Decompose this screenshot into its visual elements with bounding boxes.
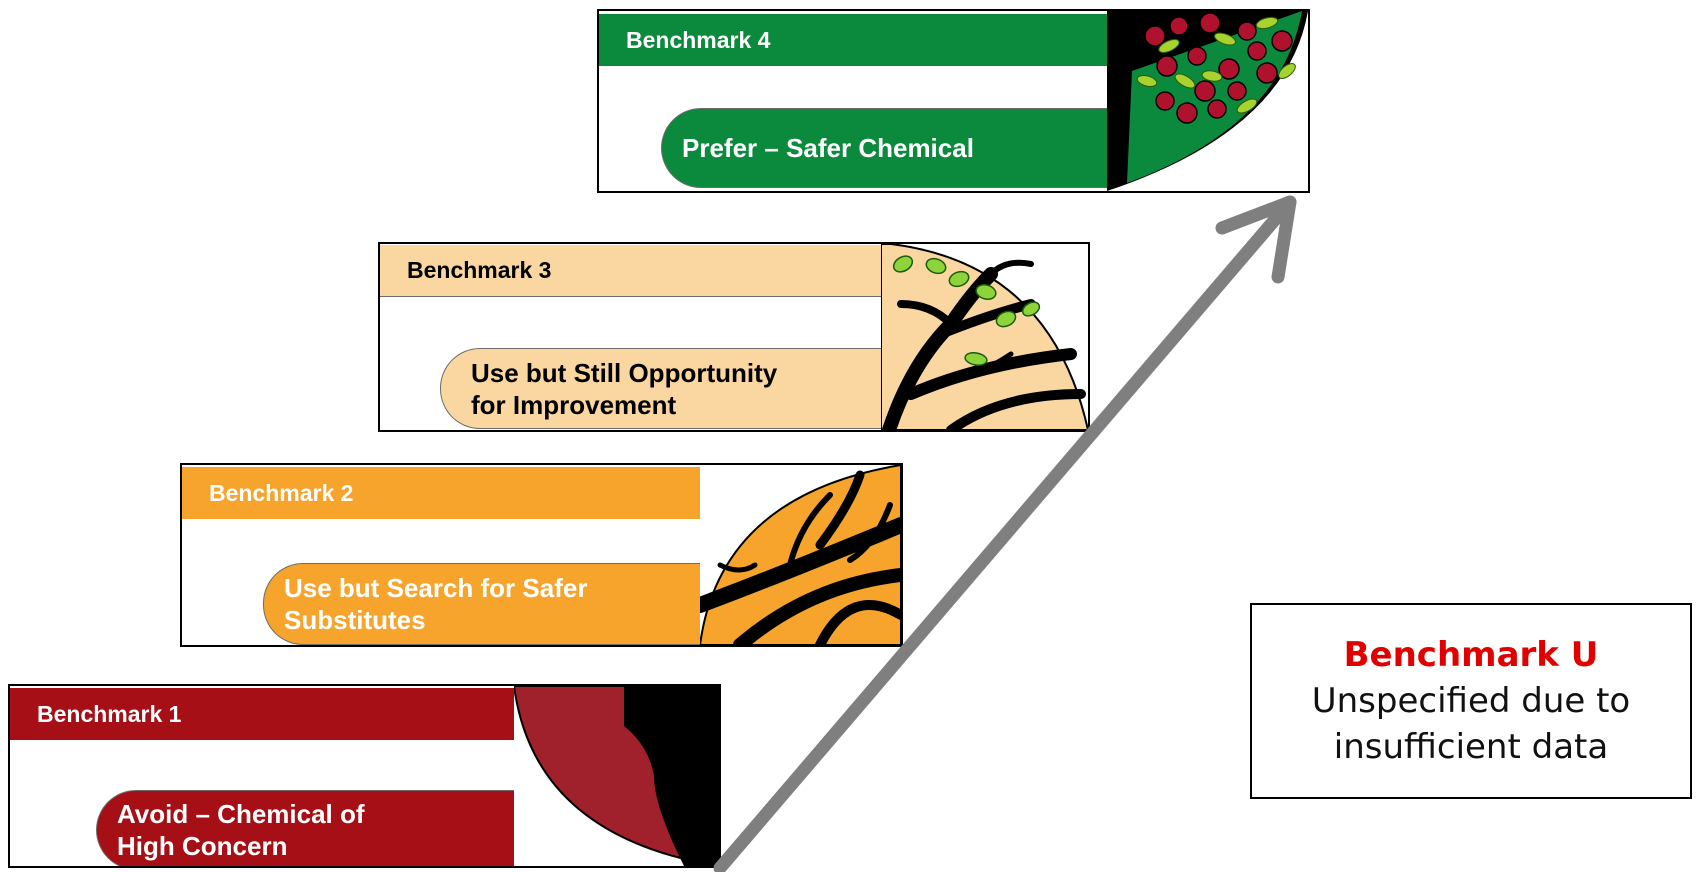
- benchmark-3-label: Use but Still Opportunity for Improvemen…: [440, 348, 882, 429]
- tree-bare-branches-icon: [700, 465, 901, 645]
- benchmark-4-header: Benchmark 4: [599, 14, 1107, 66]
- benchmark-u-box: Benchmark U Unspecified due to insuffici…: [1250, 603, 1692, 799]
- benchmark-1-header: Benchmark 1: [10, 688, 514, 740]
- benchmark-1-label: Avoid – Chemical of High Concern: [96, 790, 514, 866]
- benchmark-2-header: Benchmark 2: [182, 467, 700, 519]
- benchmark-2-card: Benchmark 2 Use but Search for Safer Sub…: [180, 463, 903, 647]
- benchmark-2-title: Benchmark 2: [209, 479, 354, 506]
- benchmark-3-header: Benchmark 3: [380, 245, 881, 297]
- benchmark-4-label: Prefer – Safer Chemical: [661, 108, 1110, 188]
- benchmark-4-title: Benchmark 4: [626, 26, 771, 53]
- benchmark-1-card: Benchmark 1 Avoid – Chemical of High Con…: [8, 684, 721, 868]
- benchmark-u-title: Benchmark U: [1343, 635, 1599, 675]
- benchmark-3-title: Benchmark 3: [407, 257, 552, 283]
- benchmark-u-description: Unspecified due to insufficient data: [1311, 681, 1631, 767]
- apple-tree-fruit-icon: [1107, 11, 1308, 191]
- tree-budding-leaves-icon: [881, 244, 1088, 430]
- benchmark-4-card: Benchmark 4 Prefer – Safer Chemical: [597, 9, 1310, 193]
- benchmark-3-card: Benchmark 3 Use but Still Opportunity fo…: [378, 242, 1090, 432]
- tree-trunk-icon: [514, 686, 719, 866]
- benchmark-2-label: Use but Search for Safer Substitutes: [263, 563, 700, 645]
- benchmark-1-title: Benchmark 1: [37, 700, 182, 727]
